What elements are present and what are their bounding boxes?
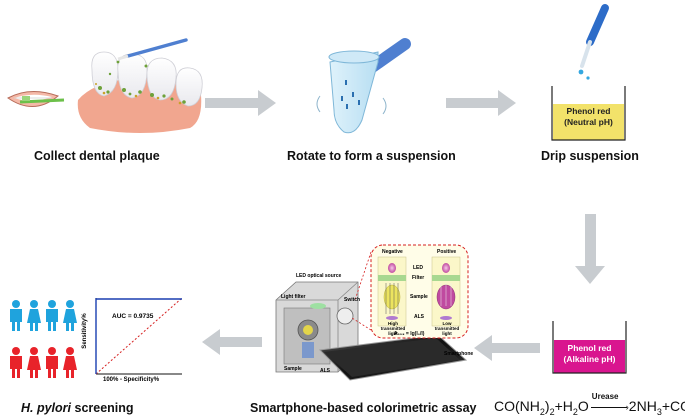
eq-sub3: 2 — [572, 406, 578, 417]
eq-sub5: 3 — [656, 406, 662, 417]
label-smartphone: Smartphone — [444, 351, 474, 357]
person-icon — [10, 347, 22, 378]
eq-enzyme: Urease — [591, 392, 619, 401]
detection-principle-inset — [351, 244, 469, 339]
inset-low1: Low — [442, 321, 452, 326]
alkaline-beaker-label: Phenol red (Alkaline pH) — [554, 343, 625, 365]
person-icon — [63, 300, 77, 331]
inset-led: LED — [413, 265, 423, 271]
label-light-filter: Light filter — [281, 294, 306, 300]
neutral-beaker-line1: Phenol red — [566, 106, 611, 116]
inset-high2: transmitted light — [380, 326, 406, 336]
inset-positive: Positive — [437, 249, 457, 255]
flow-arrow-left-1 — [474, 335, 540, 361]
flow-arrow-1 — [205, 90, 276, 116]
eq-part6: +CO — [661, 398, 685, 414]
inset-low2: transmitted light — [434, 326, 460, 336]
inset-high1: High — [388, 321, 398, 326]
roc-reference-line — [95, 297, 183, 375]
smartphone-device-illustration — [275, 281, 468, 381]
dropper-illustration — [578, 4, 609, 80]
neutral-beaker-label: Phenol red (Neutral pH) — [553, 106, 624, 128]
eq-part3: +H — [554, 398, 573, 414]
person-icon — [27, 300, 41, 331]
roc-curve — [95, 298, 182, 374]
neutral-beaker-line2: (Neutral pH) — [564, 117, 613, 127]
person-icon — [63, 347, 77, 378]
person-icon — [27, 347, 41, 378]
caption-drip: Drip suspension — [541, 149, 639, 163]
inset-sample: Sample — [410, 294, 428, 300]
roc-y-label: Sensitivity% — [82, 313, 88, 349]
inset-als: ALS — [414, 314, 424, 320]
eq-sub2: 2 — [549, 406, 555, 417]
eq-part5: 2NH — [628, 398, 657, 414]
flow-arrow-left-2 — [202, 329, 262, 355]
person-icon — [46, 347, 58, 378]
alkaline-phenol-beaker — [552, 321, 627, 374]
tube-illustration — [316, 38, 411, 134]
label-als: ALS — [320, 368, 330, 374]
dental-plaque-illustration — [7, 38, 203, 133]
roc-x-label: 100% - Specificity% — [103, 377, 160, 383]
caption-rotate: Rotate to form a suspension — [287, 149, 456, 163]
caption-collect: Collect dental plaque — [34, 149, 160, 163]
inset-filter: Filter — [412, 275, 425, 281]
neutral-phenol-beaker — [551, 86, 626, 141]
caption-assay: Smartphone-based colorimetric assay — [250, 401, 477, 415]
inset-negative: Negative — [382, 249, 403, 255]
caption-screening: H. pylori screening — [21, 401, 134, 415]
label-sample: Sample — [284, 366, 302, 372]
person-icon — [46, 300, 58, 331]
caption-screening-rest: screening — [71, 401, 134, 415]
alkaline-beaker-line2: (Alkaline pH) — [563, 354, 616, 364]
roc-auc-label: AUC = 0.9735 — [112, 313, 154, 320]
person-icon — [10, 300, 22, 331]
people-icons — [10, 300, 77, 378]
inset-formula: A₅₅₈ = lg(I₀/I) — [394, 331, 425, 337]
label-switch: Switch — [344, 297, 361, 303]
roc-plot — [95, 297, 183, 375]
flow-arrow-down — [575, 214, 605, 284]
eq-reaction-arrow: ›Urease — [590, 392, 629, 412]
eq-part4: O — [577, 398, 589, 414]
caption-screening-species: H. pylori — [21, 401, 72, 415]
label-led-source: LED optical source — [296, 273, 342, 279]
eq-sub1: 2 — [539, 406, 545, 417]
eq-part2: ) — [544, 398, 550, 414]
flow-arrow-2 — [446, 90, 516, 116]
eq-part1: CO(NH — [494, 398, 540, 414]
alkaline-beaker-line1: Phenol red — [567, 343, 612, 353]
